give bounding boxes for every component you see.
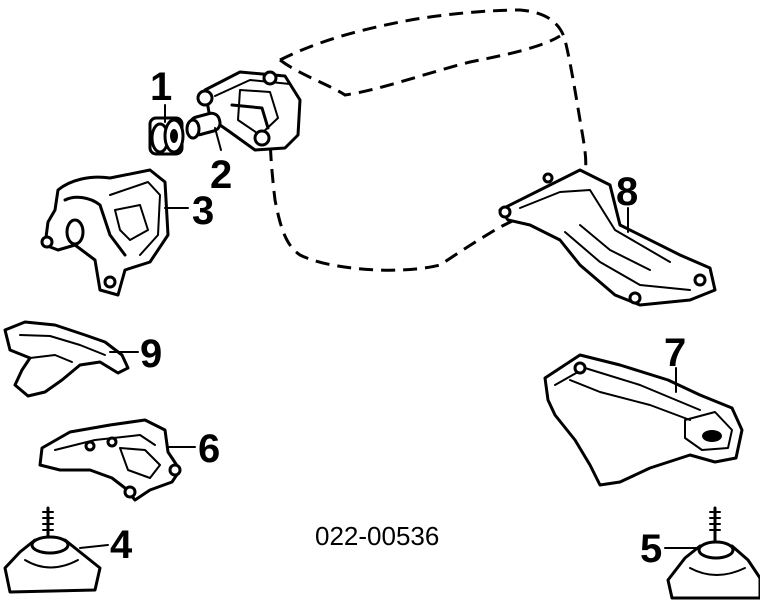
callout-4: 4 <box>110 523 133 567</box>
callout-9: 9 <box>140 332 162 376</box>
engine-outline <box>268 8 588 272</box>
part-3-bracket <box>40 168 170 297</box>
callout-7: 7 <box>664 331 686 375</box>
part-8-crossmember <box>498 168 717 307</box>
part-2-bracket <box>185 70 302 152</box>
part-5-rubber-mount <box>666 506 760 600</box>
callout-5: 5 <box>640 527 662 571</box>
callout-2: 2 <box>210 153 232 197</box>
part-7-mount <box>543 353 744 487</box>
part-4-rubber-mount <box>3 506 102 594</box>
leader-lines <box>79 104 701 549</box>
callout-6: 6 <box>198 427 220 471</box>
callout-3: 3 <box>192 189 214 233</box>
callout-1: 1 <box>150 65 172 109</box>
reference-code: 022-00536 <box>315 521 439 551</box>
part-6-bracket <box>38 418 182 502</box>
part-1-bushing <box>148 116 185 156</box>
part-9-heat-shield <box>3 320 130 398</box>
callout-8: 8 <box>616 170 638 214</box>
